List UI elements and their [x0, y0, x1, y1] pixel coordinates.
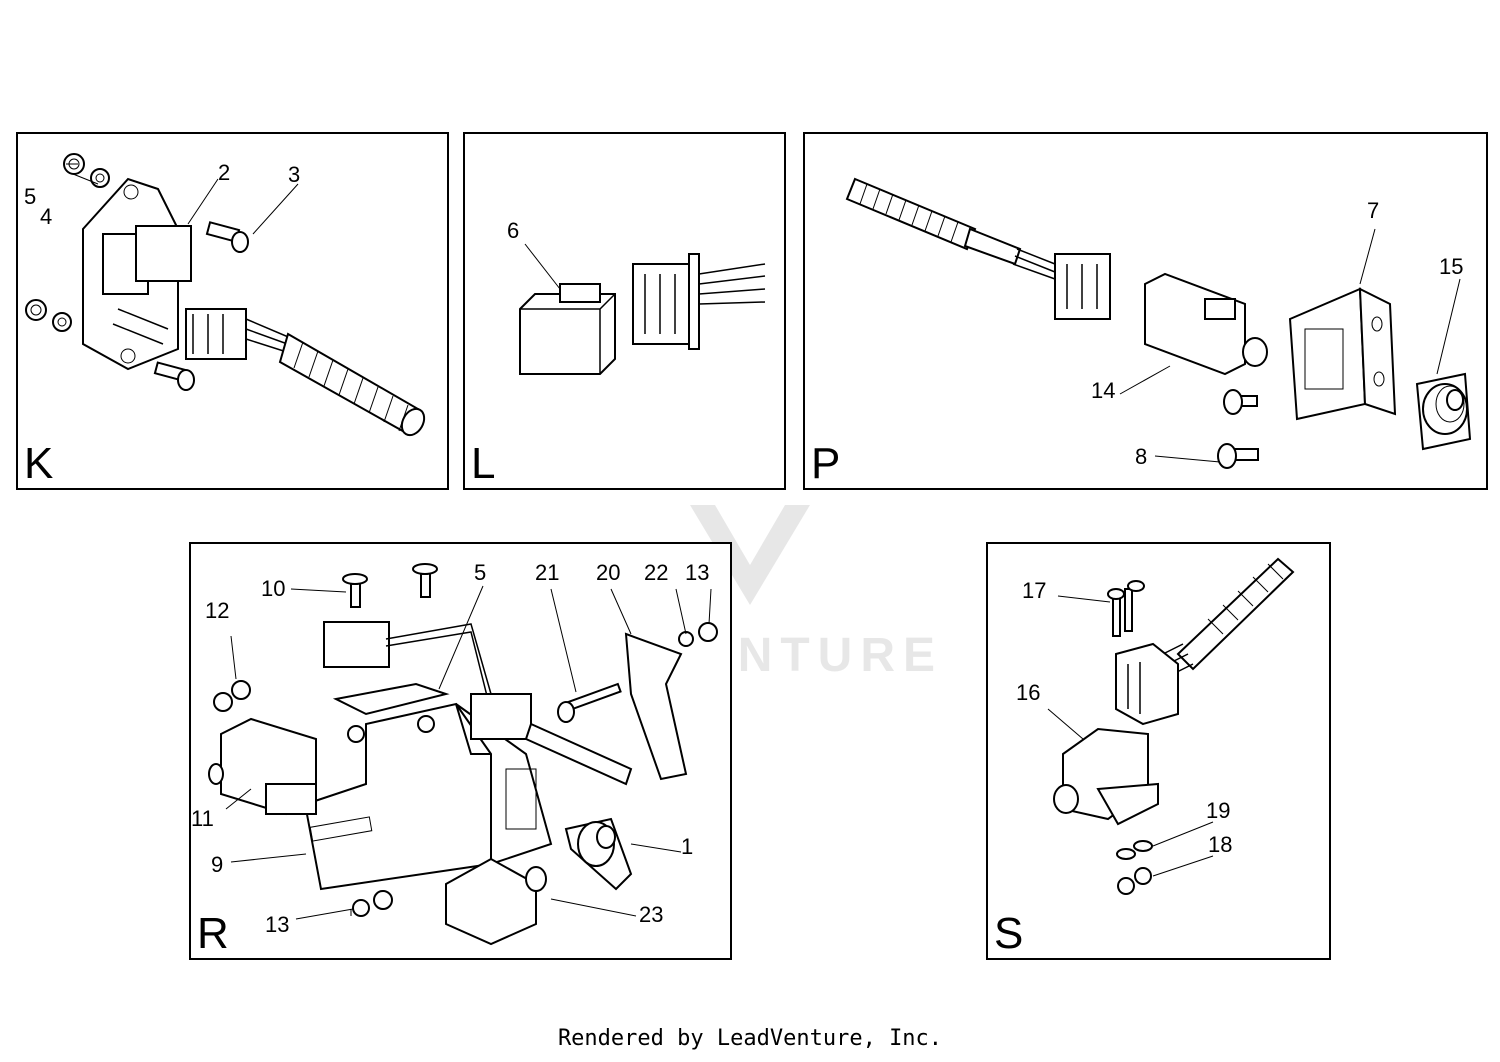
callout-p-14: 14 — [1091, 378, 1116, 403]
callout-r-13-top: 13 — [685, 560, 710, 585]
panel-r-drawing — [208, 563, 718, 946]
panel-r-letter: R — [197, 909, 229, 958]
callout-s-16: 16 — [1016, 680, 1041, 705]
callout-l-6: 6 — [507, 218, 520, 243]
callout-r-20: 20 — [596, 560, 621, 585]
footer-credit: Rendered by LeadVenture, Inc. — [557, 1026, 943, 1051]
panel-l-letter: L — [471, 439, 496, 488]
panel-s: 17 16 19 18 S — [986, 542, 1331, 960]
callout-k-2: 2 — [218, 160, 231, 185]
panel-l-drawing — [519, 243, 766, 375]
panel-p-drawing — [845, 177, 1472, 469]
panel-l: 6 L — [463, 132, 786, 490]
panel-k-drawing — [25, 153, 426, 437]
callout-r-1: 1 — [681, 834, 694, 859]
panel-r: 10 5 21 20 22 13 12 11 9 1 13 23 R — [189, 542, 732, 960]
callout-k-4: 4 — [40, 204, 53, 229]
panel-p-letter: P — [811, 439, 841, 488]
panel-k-letter: K — [24, 439, 54, 488]
callout-r-10: 10 — [261, 576, 286, 601]
callout-p-7: 7 — [1367, 198, 1380, 223]
panel-k: 5 4 2 3 K — [16, 132, 449, 490]
callout-r-13-bottom: 13 — [265, 912, 290, 937]
panel-p: 7 15 14 8 P — [803, 132, 1488, 490]
callout-s-19: 19 — [1206, 798, 1231, 823]
callout-s-18: 18 — [1208, 832, 1233, 857]
callout-k-3: 3 — [288, 162, 301, 187]
callout-r-5: 5 — [474, 560, 487, 585]
callout-r-11: 11 — [191, 806, 214, 831]
callout-p-8: 8 — [1135, 444, 1148, 469]
callout-s-17: 17 — [1022, 578, 1047, 603]
callout-p-15: 15 — [1439, 254, 1464, 279]
callout-r-23: 23 — [639, 902, 664, 927]
callout-r-22: 22 — [644, 560, 669, 585]
callout-r-9: 9 — [211, 852, 224, 877]
callout-r-21: 21 — [535, 560, 560, 585]
panel-s-drawing — [1047, 557, 1295, 895]
panel-s-letter: S — [994, 909, 1024, 958]
callout-r-12: 12 — [205, 598, 230, 623]
callout-k-5: 5 — [24, 184, 37, 209]
